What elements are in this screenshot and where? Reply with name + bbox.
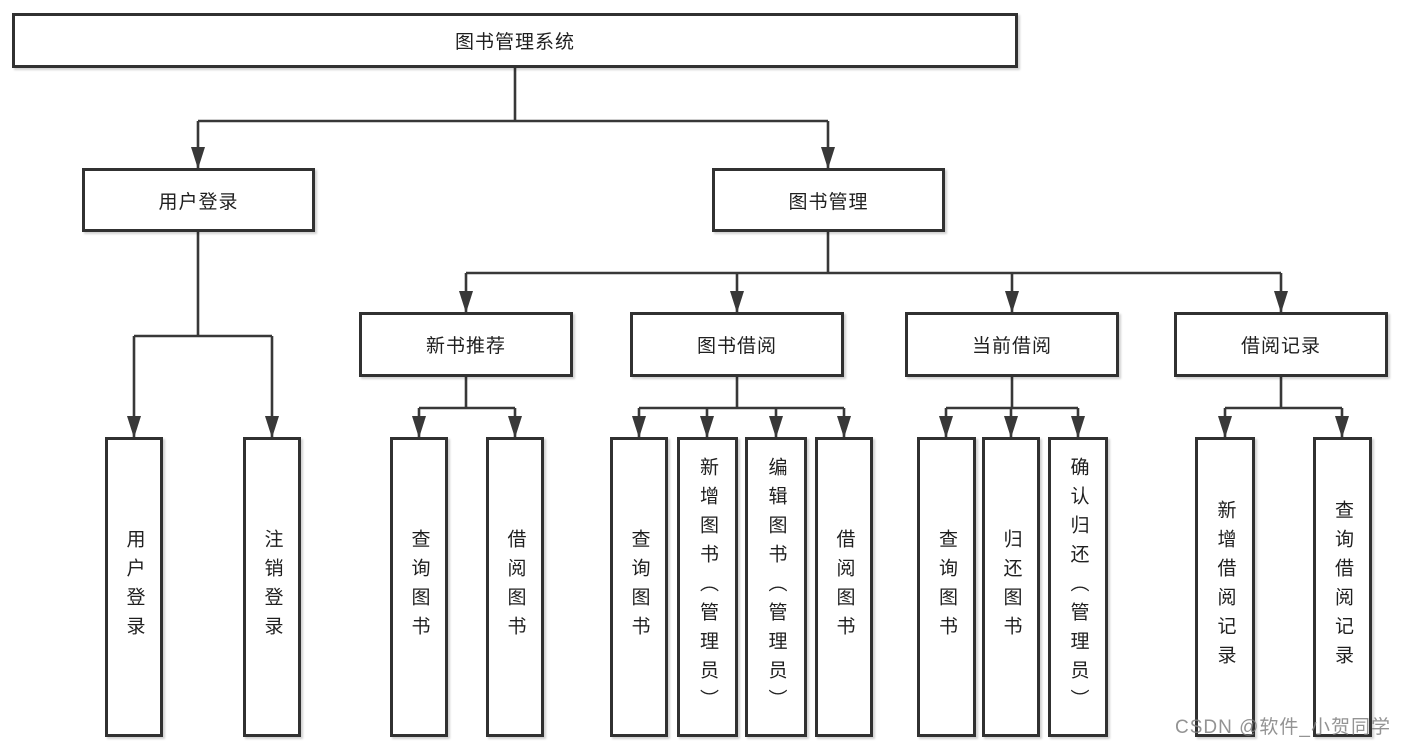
- node-book-management: 图书管理: [712, 168, 945, 232]
- leaf-label: 借阅图书: [504, 529, 526, 645]
- leaf-label: 归还图书: [1000, 529, 1022, 645]
- leaf-cb-return-book: 归还图书: [982, 437, 1040, 737]
- leaf-label: 查询借阅记录: [1332, 500, 1353, 674]
- leaf-logout: 注销登录: [243, 437, 301, 737]
- leaf-bb-borrow-book: 借阅图书: [815, 437, 873, 737]
- leaf-label: 查询图书: [408, 529, 430, 645]
- leaf-br-query-record: 查询借阅记录: [1313, 437, 1372, 737]
- leaf-label: 用户登录: [123, 529, 145, 645]
- node-user-login: 用户登录: [82, 168, 315, 232]
- leaf-bb-add-book-admin: 新增图书（管理员）: [677, 437, 738, 737]
- leaf-cb-confirm-return-admin: 确认归还（管理员）: [1048, 437, 1108, 737]
- leaf-label: 查询图书: [628, 529, 650, 645]
- leaf-label: 借阅图书: [833, 529, 855, 645]
- node-book-borrowing: 图书借阅: [630, 312, 844, 377]
- leaf-label: 新增图书（管理员）: [697, 456, 718, 718]
- csdn-watermark: CSDN @软件_小贺同学: [1175, 717, 1391, 738]
- leaf-rec-borrow-book: 借阅图书: [486, 437, 544, 737]
- leaf-label: 确认归还（管理员）: [1067, 456, 1089, 718]
- leaf-label: 编辑图书（管理员）: [765, 456, 787, 718]
- leaf-br-add-record: 新增借阅记录: [1195, 437, 1255, 737]
- node-current-borrowing: 当前借阅: [905, 312, 1119, 377]
- leaf-label: 查询图书: [936, 529, 957, 645]
- leaf-label: 新增借阅记录: [1214, 500, 1236, 674]
- leaf-label: 注销登录: [261, 529, 283, 645]
- leaf-cb-query-book: 查询图书: [917, 437, 976, 737]
- node-new-book-recommendation: 新书推荐: [359, 312, 573, 377]
- leaf-rec-query-book: 查询图书: [390, 437, 448, 737]
- leaf-user-login: 用户登录: [105, 437, 163, 737]
- node-root: 图书管理系统: [12, 13, 1018, 68]
- leaf-bb-edit-book-admin: 编辑图书（管理员）: [745, 437, 807, 737]
- leaf-bb-query-book: 查询图书: [610, 437, 668, 737]
- node-borrowing-records: 借阅记录: [1174, 312, 1388, 377]
